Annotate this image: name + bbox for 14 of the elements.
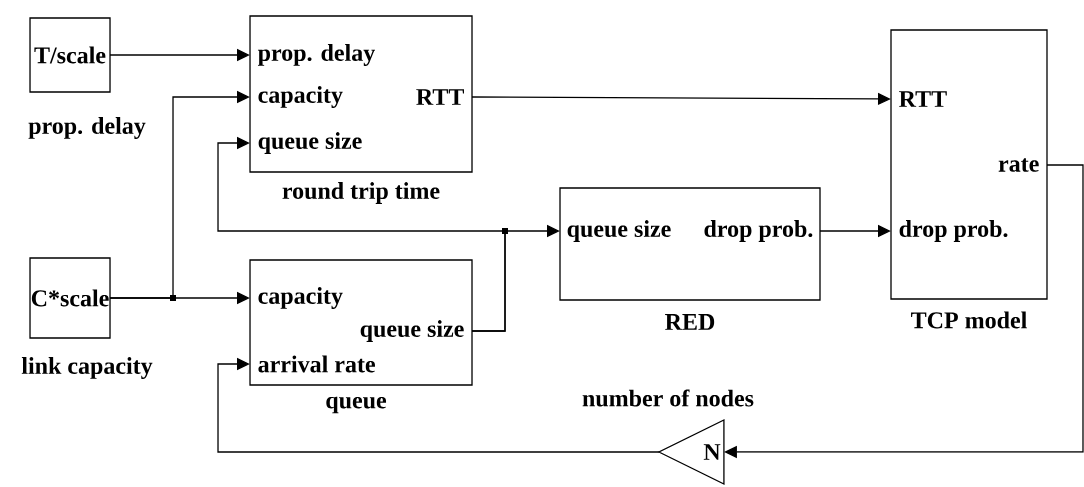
arrow: [217, 136, 506, 332]
block-caption: link capacity: [21, 357, 153, 379]
source-box: T/scale: [29, 17, 111, 93]
block-caption: prop. delay: [28, 117, 146, 139]
source-box: C*scale: [29, 257, 111, 339]
block-caption: TCP model: [911, 311, 1027, 329]
arrow: [217, 357, 660, 453]
block-box: queue size drop prob.: [559, 187, 821, 301]
block-box: RTT rate drop prob.: [890, 29, 1048, 300]
block-caption: number of nodes: [582, 389, 754, 407]
block-caption: round trip time: [282, 182, 440, 204]
block-caption: queue: [326, 396, 387, 414]
block-box: prop. delay capacity queue size RTT: [249, 15, 473, 173]
block-caption: RED: [665, 314, 715, 330]
